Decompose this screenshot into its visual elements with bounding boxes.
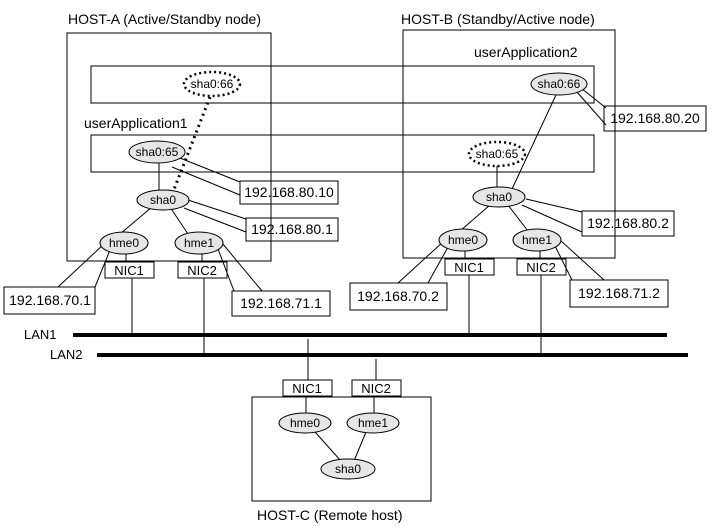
callout-leader — [221, 242, 263, 292]
ip-address-text: 192.168.71.2 — [578, 285, 660, 301]
callout-leader — [397, 240, 445, 284]
ip-callout-b-hme1: 192.168.71.2 — [569, 279, 669, 308]
nic2-label: NIC2 — [187, 263, 217, 278]
ip-address-text: 192.168.80.10 — [244, 184, 334, 200]
ip-address-text: 192.168.70.1 — [9, 292, 91, 308]
ip-callout-a-sha0: 192.168.80.1 — [245, 217, 339, 242]
callout-leader — [57, 243, 105, 288]
callout-leader — [521, 204, 583, 233]
sha0-label: sha0 — [486, 190, 512, 204]
host-b-title: HOST-B (Standby/Active node) — [401, 11, 595, 27]
host-c-nic1: NIC1 — [282, 379, 333, 397]
host-c-title: HOST-C (Remote host) — [257, 507, 402, 523]
callout-leader — [179, 157, 241, 183]
host-a-sha0-to-hme0-link — [119, 206, 153, 235]
hme0-label: hme0 — [290, 416, 320, 430]
ip-callout-b-sha0-66: 192.168.80.20 — [603, 105, 707, 132]
ip-callout-b-sha0: 192.168.80.2 — [581, 210, 675, 237]
host-c-hme0-node: hme0 — [278, 412, 332, 434]
host-a-nic1: NIC1 — [104, 261, 155, 279]
nic1-label: NIC1 — [454, 260, 484, 275]
host-b-hme1-node: hme1 — [512, 228, 562, 252]
ip-callout-a-hme1: 192.168.71.1 — [231, 290, 331, 317]
user-application2-label: userApplication2 — [474, 44, 578, 60]
host-c-sha0-node: sha0 — [320, 458, 376, 480]
user-application1-band — [90, 134, 595, 173]
host-c-nic2: NIC2 — [351, 379, 402, 397]
user-application1-label: userApplication1 — [84, 115, 188, 131]
nic1-label: NIC1 — [114, 263, 144, 278]
callout-leader — [576, 91, 607, 126]
host-c-hme1-node: hme1 — [346, 412, 400, 434]
nic2-label: NIC2 — [361, 381, 391, 396]
ip-address-text: 192.168.70.2 — [357, 288, 439, 304]
hme1-label: hme1 — [522, 233, 552, 247]
callout-leader — [525, 198, 583, 213]
callout-leader — [94, 249, 111, 288]
host-b-sha0-to-hme1-link — [507, 204, 529, 232]
callout-leader — [183, 207, 247, 233]
host-b-sha0-65-node: sha0:65 — [467, 140, 527, 168]
user-application2-band — [90, 65, 595, 104]
host-a-sha0-to-sha0-66-link — [171, 96, 212, 193]
ip-address-text: 192.168.71.1 — [240, 295, 322, 311]
callout-leader — [217, 248, 235, 292]
lan2-label: LAN2 — [50, 347, 83, 362]
host-c-hme0-to-sha0-link — [314, 431, 342, 462]
hme1-label: hme1 — [358, 416, 388, 430]
ip-address-text: 192.168.80.20 — [610, 110, 700, 126]
callout-leader — [187, 199, 247, 220]
host-c-hme1-to-sha0-link — [353, 431, 367, 462]
host-b-hme0-node: hme0 — [438, 228, 488, 252]
host-a-nic2: NIC2 — [177, 261, 228, 279]
host-a-title: HOST-A (Active/Standby node) — [68, 11, 261, 27]
sha0-label: sha0 — [150, 193, 176, 207]
sha0-65-label: sha0:65 — [476, 147, 519, 161]
sha0-label: sha0 — [335, 462, 361, 476]
callout-leader — [559, 239, 605, 281]
ip-callout-b-hme0: 192.168.70.2 — [349, 282, 448, 311]
nic1-label: NIC1 — [292, 381, 322, 396]
host-a-sha0-to-hme1-link — [169, 206, 189, 235]
host-b-nic2: NIC2 — [516, 258, 567, 276]
host-a-hme1-node: hme1 — [174, 231, 224, 255]
host-c-box — [251, 396, 432, 502]
nic2-label: NIC2 — [526, 260, 556, 275]
host-a-hme0-node: hme0 — [99, 231, 149, 255]
hme0-label: hme0 — [448, 233, 478, 247]
host-a-sha0-65-node: sha0:65 — [128, 140, 186, 164]
host-b-sha0-to-hme0-link — [459, 204, 491, 232]
callout-leader — [580, 87, 607, 109]
host-a-sha0-66-node: sha0:66 — [182, 70, 242, 98]
hme1-label: hme1 — [184, 236, 214, 250]
host-b-sha0-66-node: sha0:66 — [530, 72, 588, 96]
sha0-65-label: sha0:65 — [136, 145, 179, 159]
host-b-nic1: NIC1 — [444, 258, 495, 276]
sha0-66-label: sha0:66 — [191, 77, 234, 91]
ip-callout-a-hme0: 192.168.70.1 — [3, 286, 96, 315]
host-b-sha0-node: sha0 — [472, 186, 526, 208]
ip-callout-a-sha0-65: 192.168.80.10 — [239, 180, 339, 205]
callout-leader — [427, 246, 449, 284]
ip-address-text: 192.168.80.2 — [587, 215, 669, 231]
ip-address-text: 192.168.80.1 — [251, 221, 333, 237]
lan1-label: LAN1 — [24, 327, 57, 342]
host-a-sha0-node: sha0 — [136, 189, 190, 211]
callout-leader — [554, 245, 573, 281]
hme0-label: hme0 — [109, 236, 139, 250]
host-a-box — [66, 32, 272, 262]
host-b-sha0-to-sha0-66-link — [511, 94, 557, 190]
callout-leader — [171, 166, 241, 196]
sha0-66-label: sha0:66 — [538, 77, 581, 91]
host-b-box — [402, 29, 616, 259]
